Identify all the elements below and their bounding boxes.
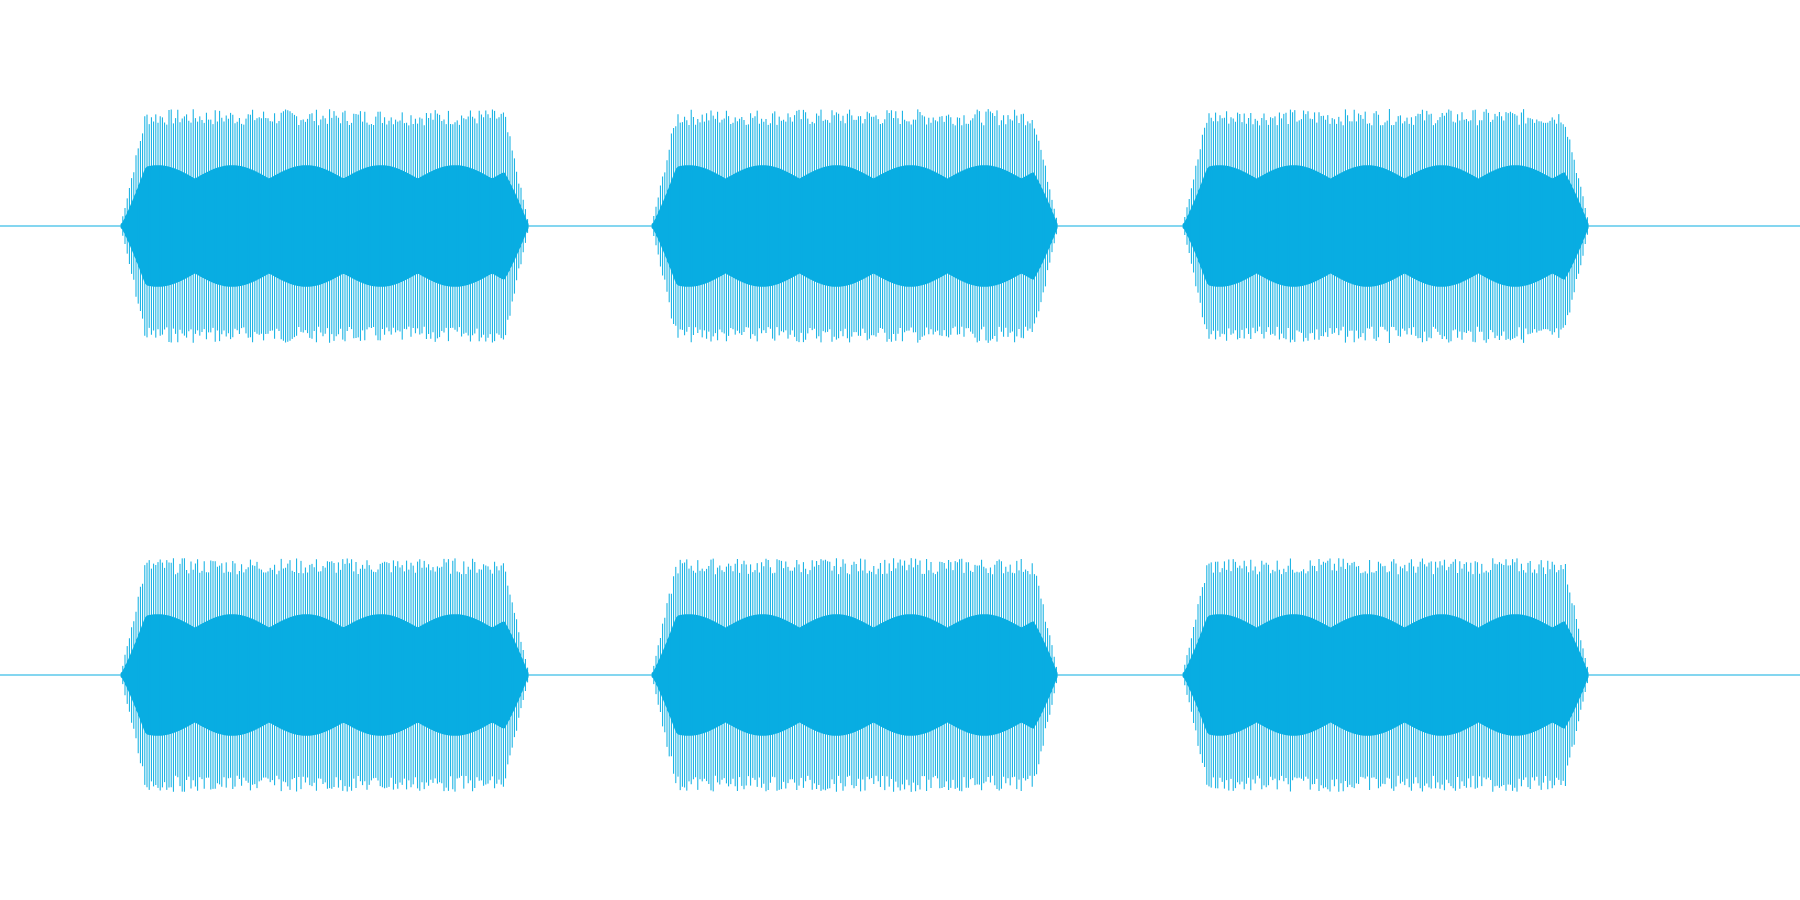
- burst-1-3: [1182, 109, 1589, 343]
- channel-2: [0, 558, 1800, 792]
- burst-oscillation: [653, 558, 1057, 792]
- burst-oscillation: [653, 109, 1057, 343]
- burst-2-3: [1182, 558, 1589, 792]
- burst-2-1: [120, 558, 529, 792]
- burst-2-2: [651, 558, 1058, 792]
- burst-1-2: [651, 109, 1058, 343]
- burst-oscillation: [122, 109, 529, 343]
- burst-oscillation: [1184, 558, 1588, 792]
- burst-oscillation: [122, 558, 529, 792]
- channel-1: [0, 109, 1800, 343]
- burst-oscillation: [1184, 109, 1588, 343]
- burst-1-1: [120, 109, 529, 343]
